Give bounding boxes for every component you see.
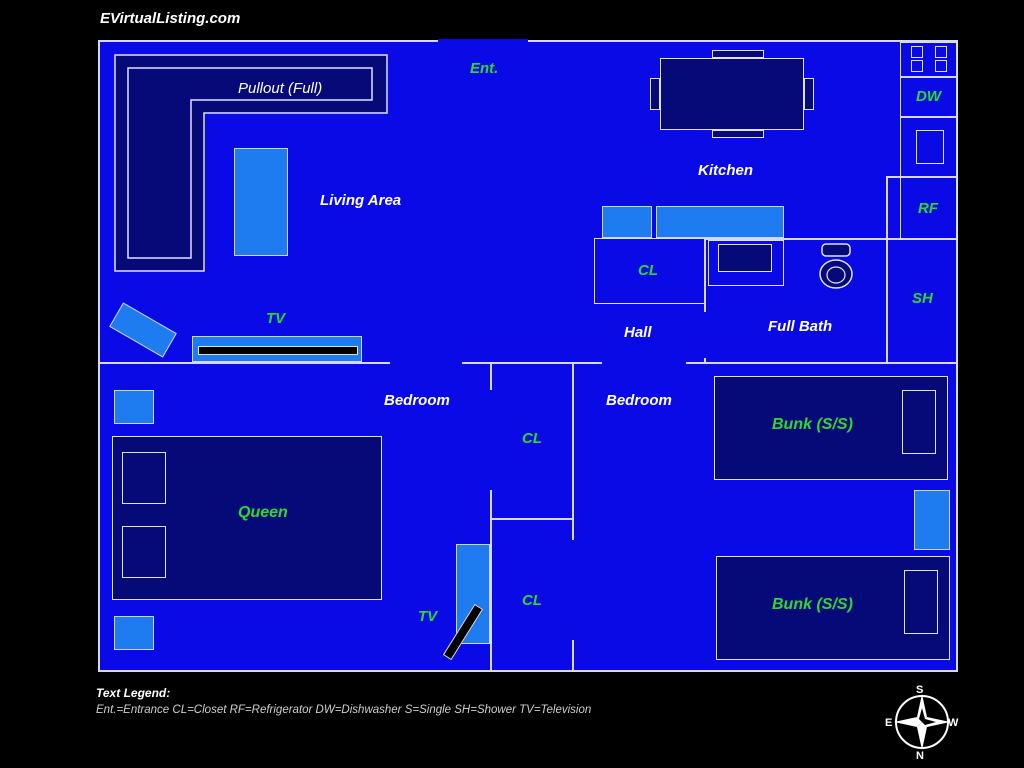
- compass-e: E: [885, 717, 892, 729]
- label-tv-bedroom: TV: [418, 608, 438, 625]
- dining-chair: [804, 78, 814, 110]
- dresser: [456, 544, 490, 644]
- label-living-area: Living Area: [320, 192, 402, 209]
- kitchen-counter: [602, 206, 652, 238]
- armchair: [109, 302, 177, 358]
- wall-bath-left: [704, 238, 706, 362]
- floor-plan: Ent. Pullout (Full) Living Area Kitchen …: [98, 39, 958, 672]
- label-hall: Hall: [624, 324, 652, 341]
- pullout-sofa: [114, 54, 388, 272]
- label-entrance: Ent.: [470, 60, 499, 77]
- dining-chair: [650, 78, 660, 110]
- label-full-bath: Full Bath: [768, 318, 833, 335]
- pillow: [122, 526, 166, 578]
- stove-burner: [911, 60, 923, 72]
- stove-burner: [935, 46, 947, 58]
- dining-chair: [712, 130, 764, 138]
- bath-sink: [718, 244, 772, 272]
- compass-icon: S N E W: [885, 684, 959, 760]
- legend-title: Text Legend:: [96, 686, 171, 700]
- doorway-bedroom-left: [390, 361, 462, 365]
- stove-burner: [935, 60, 947, 72]
- wall-horizontal-middle: [100, 362, 958, 364]
- wall-closet-left: [490, 362, 492, 672]
- dining-chair: [712, 50, 764, 58]
- label-queen: Queen: [238, 504, 288, 521]
- door-bath: [703, 312, 707, 358]
- label-bedroom-left: Bedroom: [384, 392, 450, 409]
- nightstand: [114, 390, 154, 424]
- pillow: [122, 452, 166, 504]
- entrance-opening: [438, 39, 528, 44]
- wall-bath-top: [704, 238, 958, 240]
- label-tv-living: TV: [266, 310, 286, 327]
- label-kitchen: Kitchen: [698, 162, 754, 179]
- coffee-table: [234, 148, 288, 256]
- pillow: [904, 570, 938, 634]
- pillow: [902, 390, 936, 454]
- label-bunk-bottom: Bunk (S/S): [772, 596, 853, 613]
- brand-title: EVirtualListing.com: [100, 10, 241, 27]
- sink-basin: [916, 130, 944, 164]
- label-shower: SH: [912, 290, 933, 307]
- appliance-divider-1: [900, 76, 958, 78]
- compass-s: S: [916, 684, 923, 696]
- nightstand: [914, 490, 950, 550]
- compass-w: W: [948, 717, 959, 729]
- wall-closet-right: [572, 362, 574, 672]
- label-bunk-top: Bunk (S/S): [772, 416, 853, 433]
- label-closet-bottom: CL: [522, 592, 542, 609]
- stove-burner: [911, 46, 923, 58]
- label-pullout: Pullout (Full): [238, 80, 323, 97]
- kitchen-counter: [656, 206, 784, 238]
- appliance-divider-2: [900, 116, 958, 118]
- dining-table: [660, 58, 804, 130]
- label-closet-top: CL: [522, 430, 542, 447]
- label-hall-closet: CL: [638, 262, 658, 279]
- appliance-divider-3: [886, 176, 958, 178]
- wall-shower: [886, 176, 888, 362]
- bath-vanity: [708, 240, 784, 286]
- legend-body: Ent.=Entrance CL=Closet RF=Refrigerator …: [96, 704, 592, 716]
- nightstand: [114, 616, 154, 650]
- label-bedroom-right: Bedroom: [606, 392, 672, 409]
- door-closet-top: [489, 390, 493, 490]
- tv-living: [198, 346, 358, 355]
- compass-n: N: [916, 750, 924, 760]
- label-refrigerator: RF: [918, 200, 938, 217]
- appliance-column: [900, 42, 958, 240]
- label-dishwasher: DW: [916, 88, 941, 105]
- door-closet-bottom: [571, 540, 575, 640]
- wall-closet-divider: [490, 518, 574, 520]
- doorway-bedroom-right: [602, 361, 686, 365]
- toilet-icon: [819, 243, 853, 289]
